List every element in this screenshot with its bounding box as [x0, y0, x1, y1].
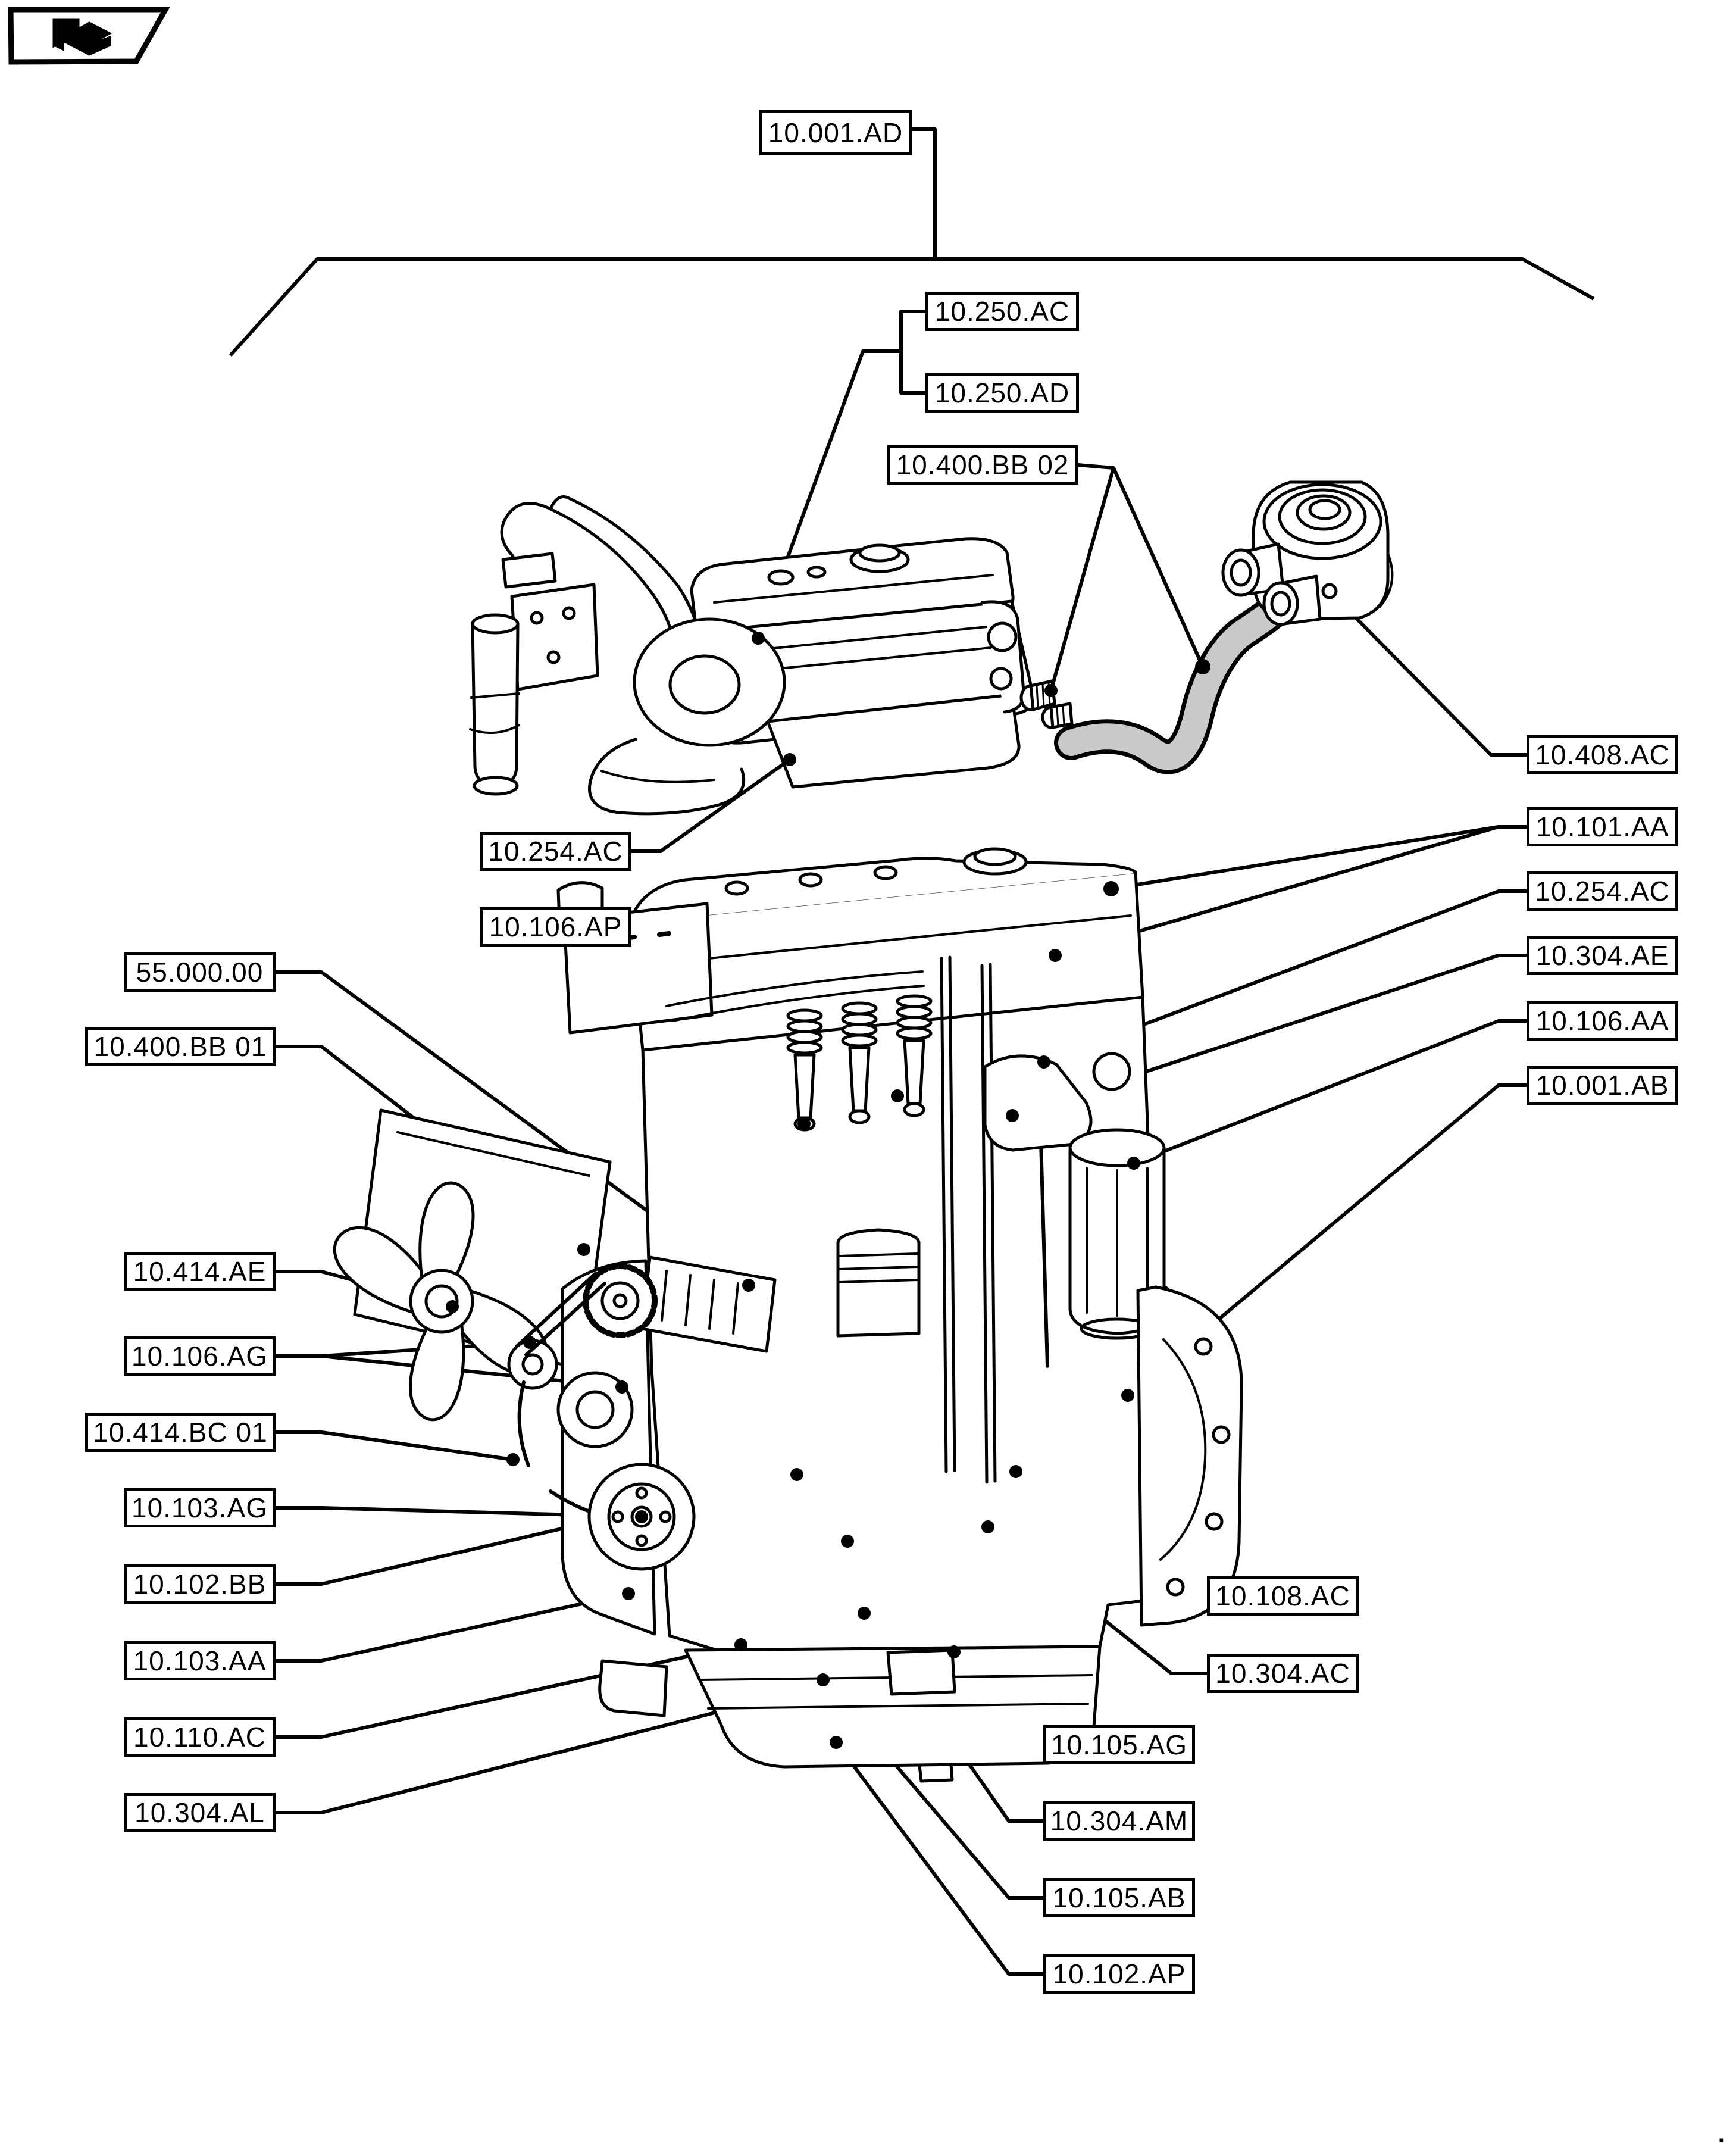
part-label-10-414-BC-01[interactable]: 10.414.BC 01 — [85, 1413, 276, 1452]
part-label-10-254-AC-upper[interactable]: 10.254.AC — [480, 832, 631, 871]
part-label-10-106-AA[interactable]: 10.106.AA — [1527, 1001, 1678, 1041]
part-label-10-414-AE[interactable]: 10.414.AE — [124, 1252, 276, 1291]
part-label-10-408-AC[interactable]: 10.408.AC — [1527, 735, 1678, 774]
part-label-10-103-AG[interactable]: 10.103.AG — [124, 1488, 276, 1527]
leader-lines — [229, 127, 1595, 1976]
fan — [333, 1181, 549, 1422]
oil-cooler-illustration — [1019, 480, 1394, 729]
injectors — [786, 994, 933, 1132]
part-label-10-108-AC[interactable]: 10.108.AC — [1207, 1576, 1359, 1616]
upper-engine-illustration — [469, 495, 1035, 816]
part-label-10-102-AP[interactable]: 10.102.AP — [1043, 1954, 1195, 1994]
part-label-10-102-BB[interactable]: 10.102.BB — [124, 1564, 276, 1604]
part-label-10-250-AD[interactable]: 10.250.AD — [925, 373, 1079, 413]
part-label-10-304-AE[interactable]: 10.304.AE — [1527, 936, 1678, 975]
part-label-10-106-AP[interactable]: 10.106.AP — [480, 907, 631, 947]
part-label-10-103-AA[interactable]: 10.103.AA — [124, 1641, 276, 1680]
part-label-10-304-AL[interactable]: 10.304.AL — [124, 1793, 276, 1832]
part-label-55-000-00[interactable]: 55.000.00 — [124, 952, 276, 992]
part-label-10-101-AA[interactable]: 10.101.AA — [1527, 807, 1678, 846]
part-label-10-400-BB-02[interactable]: 10.400.BB 02 — [887, 445, 1078, 485]
leader-dots — [446, 583, 1338, 1749]
part-label-10-400-BB-01[interactable]: 10.400.BB 01 — [85, 1027, 276, 1066]
page-corner-mark: . — [1716, 2110, 1726, 2146]
part-label-10-001-AB[interactable]: 10.001.AB — [1527, 1066, 1678, 1105]
part-label-10-254-AC-right[interactable]: 10.254.AC — [1527, 871, 1678, 911]
part-label-10-304-AC[interactable]: 10.304.AC — [1207, 1654, 1359, 1693]
part-label-10-110-AC[interactable]: 10.110.AC — [124, 1717, 276, 1757]
prev-section-arrow-icon[interactable] — [8, 7, 170, 65]
part-label-10-106-AG[interactable]: 10.106.AG — [124, 1336, 276, 1376]
main-engine-illustration — [333, 847, 1243, 1783]
part-label-10-304-AM[interactable]: 10.304.AM — [1043, 1801, 1195, 1841]
part-label-10-001-AD[interactable]: 10.001.AD — [759, 110, 912, 155]
part-label-10-250-AC[interactable]: 10.250.AC — [925, 292, 1079, 331]
oil-cooler-hose — [1054, 590, 1294, 774]
section-bracket — [229, 257, 1595, 357]
part-label-10-105-AB[interactable]: 10.105.AB — [1043, 1878, 1195, 1917]
part-label-10-105-AG[interactable]: 10.105.AG — [1043, 1725, 1195, 1764]
